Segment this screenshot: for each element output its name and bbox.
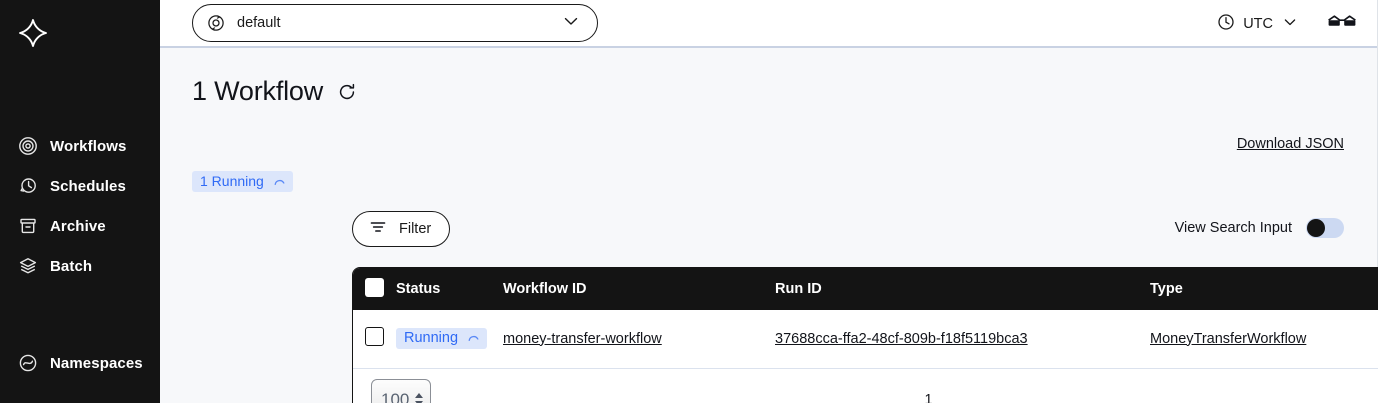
sidebar-item-archive[interactable]: Archive bbox=[0, 206, 160, 246]
timezone-select[interactable]: UTC bbox=[1217, 13, 1299, 36]
temporal-logo[interactable] bbox=[16, 16, 50, 50]
timezone-label: UTC bbox=[1243, 16, 1273, 32]
pagination-bar: 100 1 bbox=[353, 369, 1378, 403]
stepper-arrows-icon bbox=[415, 393, 423, 403]
namespace-value: default bbox=[237, 15, 281, 31]
filter-icon bbox=[369, 218, 387, 241]
workflow-type-link[interactable]: MoneyTransferWorkflow bbox=[1150, 330, 1307, 347]
layers-icon bbox=[18, 256, 38, 276]
sidebar-nav-primary: Workflows Schedules bbox=[0, 126, 160, 286]
workflow-id-link[interactable]: money-transfer-workflow bbox=[503, 330, 662, 347]
run-id-link[interactable]: 37688cca-ffa2-48cf-809b-f18f5119bca3 bbox=[775, 330, 1028, 347]
namespace-icon bbox=[207, 14, 225, 32]
row-select-cell bbox=[353, 310, 396, 368]
sidebar-item-schedules[interactable]: Schedules bbox=[0, 166, 160, 206]
refresh-icon[interactable] bbox=[337, 82, 357, 102]
sidebar-item-batch[interactable]: Batch bbox=[0, 246, 160, 286]
view-search-input-toggle[interactable] bbox=[1306, 218, 1344, 238]
row-checkbox[interactable] bbox=[365, 327, 384, 347]
spinner-icon bbox=[468, 333, 479, 344]
top-bar: default UTC bbox=[160, 0, 1377, 48]
status-badge-label: Running bbox=[404, 330, 459, 347]
spiral-icon bbox=[18, 136, 38, 156]
page-title: 1 Workflow bbox=[192, 76, 324, 106]
row-type-cell: MoneyTransferWorkflow bbox=[1150, 310, 1378, 368]
toggle-knob bbox=[1307, 219, 1325, 237]
sidebar-item-label: Batch bbox=[50, 257, 93, 275]
workflows-table-card: Status Workflow ID Run ID Type Start bbox=[352, 267, 1378, 403]
column-header-type[interactable]: Type bbox=[1150, 281, 1183, 297]
status-badge[interactable]: Running bbox=[396, 328, 488, 350]
spinner-icon bbox=[274, 176, 285, 187]
column-header-run-id[interactable]: Run ID bbox=[775, 281, 822, 297]
main-area: default UTC bbox=[160, 0, 1378, 403]
glasses-icon[interactable] bbox=[1327, 14, 1357, 35]
clock-arrow-icon bbox=[18, 176, 38, 196]
page-header: 1 Workflow bbox=[192, 76, 1377, 107]
table-body: Running money-transfer-workflow bbox=[353, 310, 1378, 368]
view-search-input-control: View Search Input bbox=[1175, 218, 1344, 238]
namespace-select[interactable]: default bbox=[192, 4, 598, 42]
filter-button-label: Filter bbox=[399, 221, 432, 237]
sidebar-item-workflows[interactable]: Workflows bbox=[0, 126, 160, 166]
chevron-down-icon bbox=[1281, 13, 1299, 36]
sidebar-item-label: Namespaces bbox=[50, 354, 143, 372]
sidebar-item-namespaces[interactable]: Namespaces bbox=[0, 343, 160, 383]
table-head: Status Workflow ID Run ID Type Start bbox=[353, 268, 1378, 310]
archive-box-icon bbox=[18, 216, 38, 236]
download-json-link[interactable]: Download JSON bbox=[1236, 136, 1344, 152]
content-area: 1 Workflow Download JSON 1 Running bbox=[160, 48, 1378, 403]
select-all-header bbox=[353, 268, 396, 310]
view-search-input-label: View Search Input bbox=[1174, 220, 1292, 236]
table-header-row: Status Workflow ID Run ID Type Start bbox=[353, 268, 1378, 310]
row-workflow-id-cell: money-transfer-workflow bbox=[503, 310, 775, 368]
page-size-stepper[interactable]: 100 bbox=[371, 378, 431, 403]
sidebar-nav-secondary: Namespaces bbox=[0, 343, 160, 383]
table-row[interactable]: Running money-transfer-workflow bbox=[353, 310, 1378, 368]
namespace-swirl-icon bbox=[18, 353, 38, 373]
clock-icon bbox=[1217, 13, 1235, 36]
sidebar: Workflows Schedules bbox=[0, 0, 160, 403]
workflows-table: Status Workflow ID Run ID Type Start bbox=[353, 268, 1378, 369]
row-run-id-cell: 37688cca-ffa2-48cf-809b-f18f5119bca3 bbox=[775, 310, 1150, 368]
sidebar-item-label: Schedules bbox=[50, 177, 126, 195]
filter-button[interactable]: Filter bbox=[352, 211, 451, 247]
row-status-cell: Running bbox=[396, 310, 503, 368]
sidebar-item-label: Workflows bbox=[50, 137, 127, 155]
select-all-checkbox[interactable] bbox=[365, 277, 384, 297]
page-number: 1 bbox=[924, 391, 933, 403]
sidebar-item-label: Archive bbox=[50, 217, 106, 235]
topbar-right-group: UTC bbox=[1217, 0, 1357, 48]
column-header-status[interactable]: Status bbox=[396, 281, 441, 297]
running-count-badge[interactable]: 1 Running bbox=[192, 171, 293, 192]
running-badge-label: 1 Running bbox=[200, 173, 264, 189]
column-header-workflow-id[interactable]: Workflow ID bbox=[503, 281, 587, 297]
page-size-value: 100 bbox=[381, 389, 410, 403]
chevron-down-icon bbox=[561, 11, 581, 36]
